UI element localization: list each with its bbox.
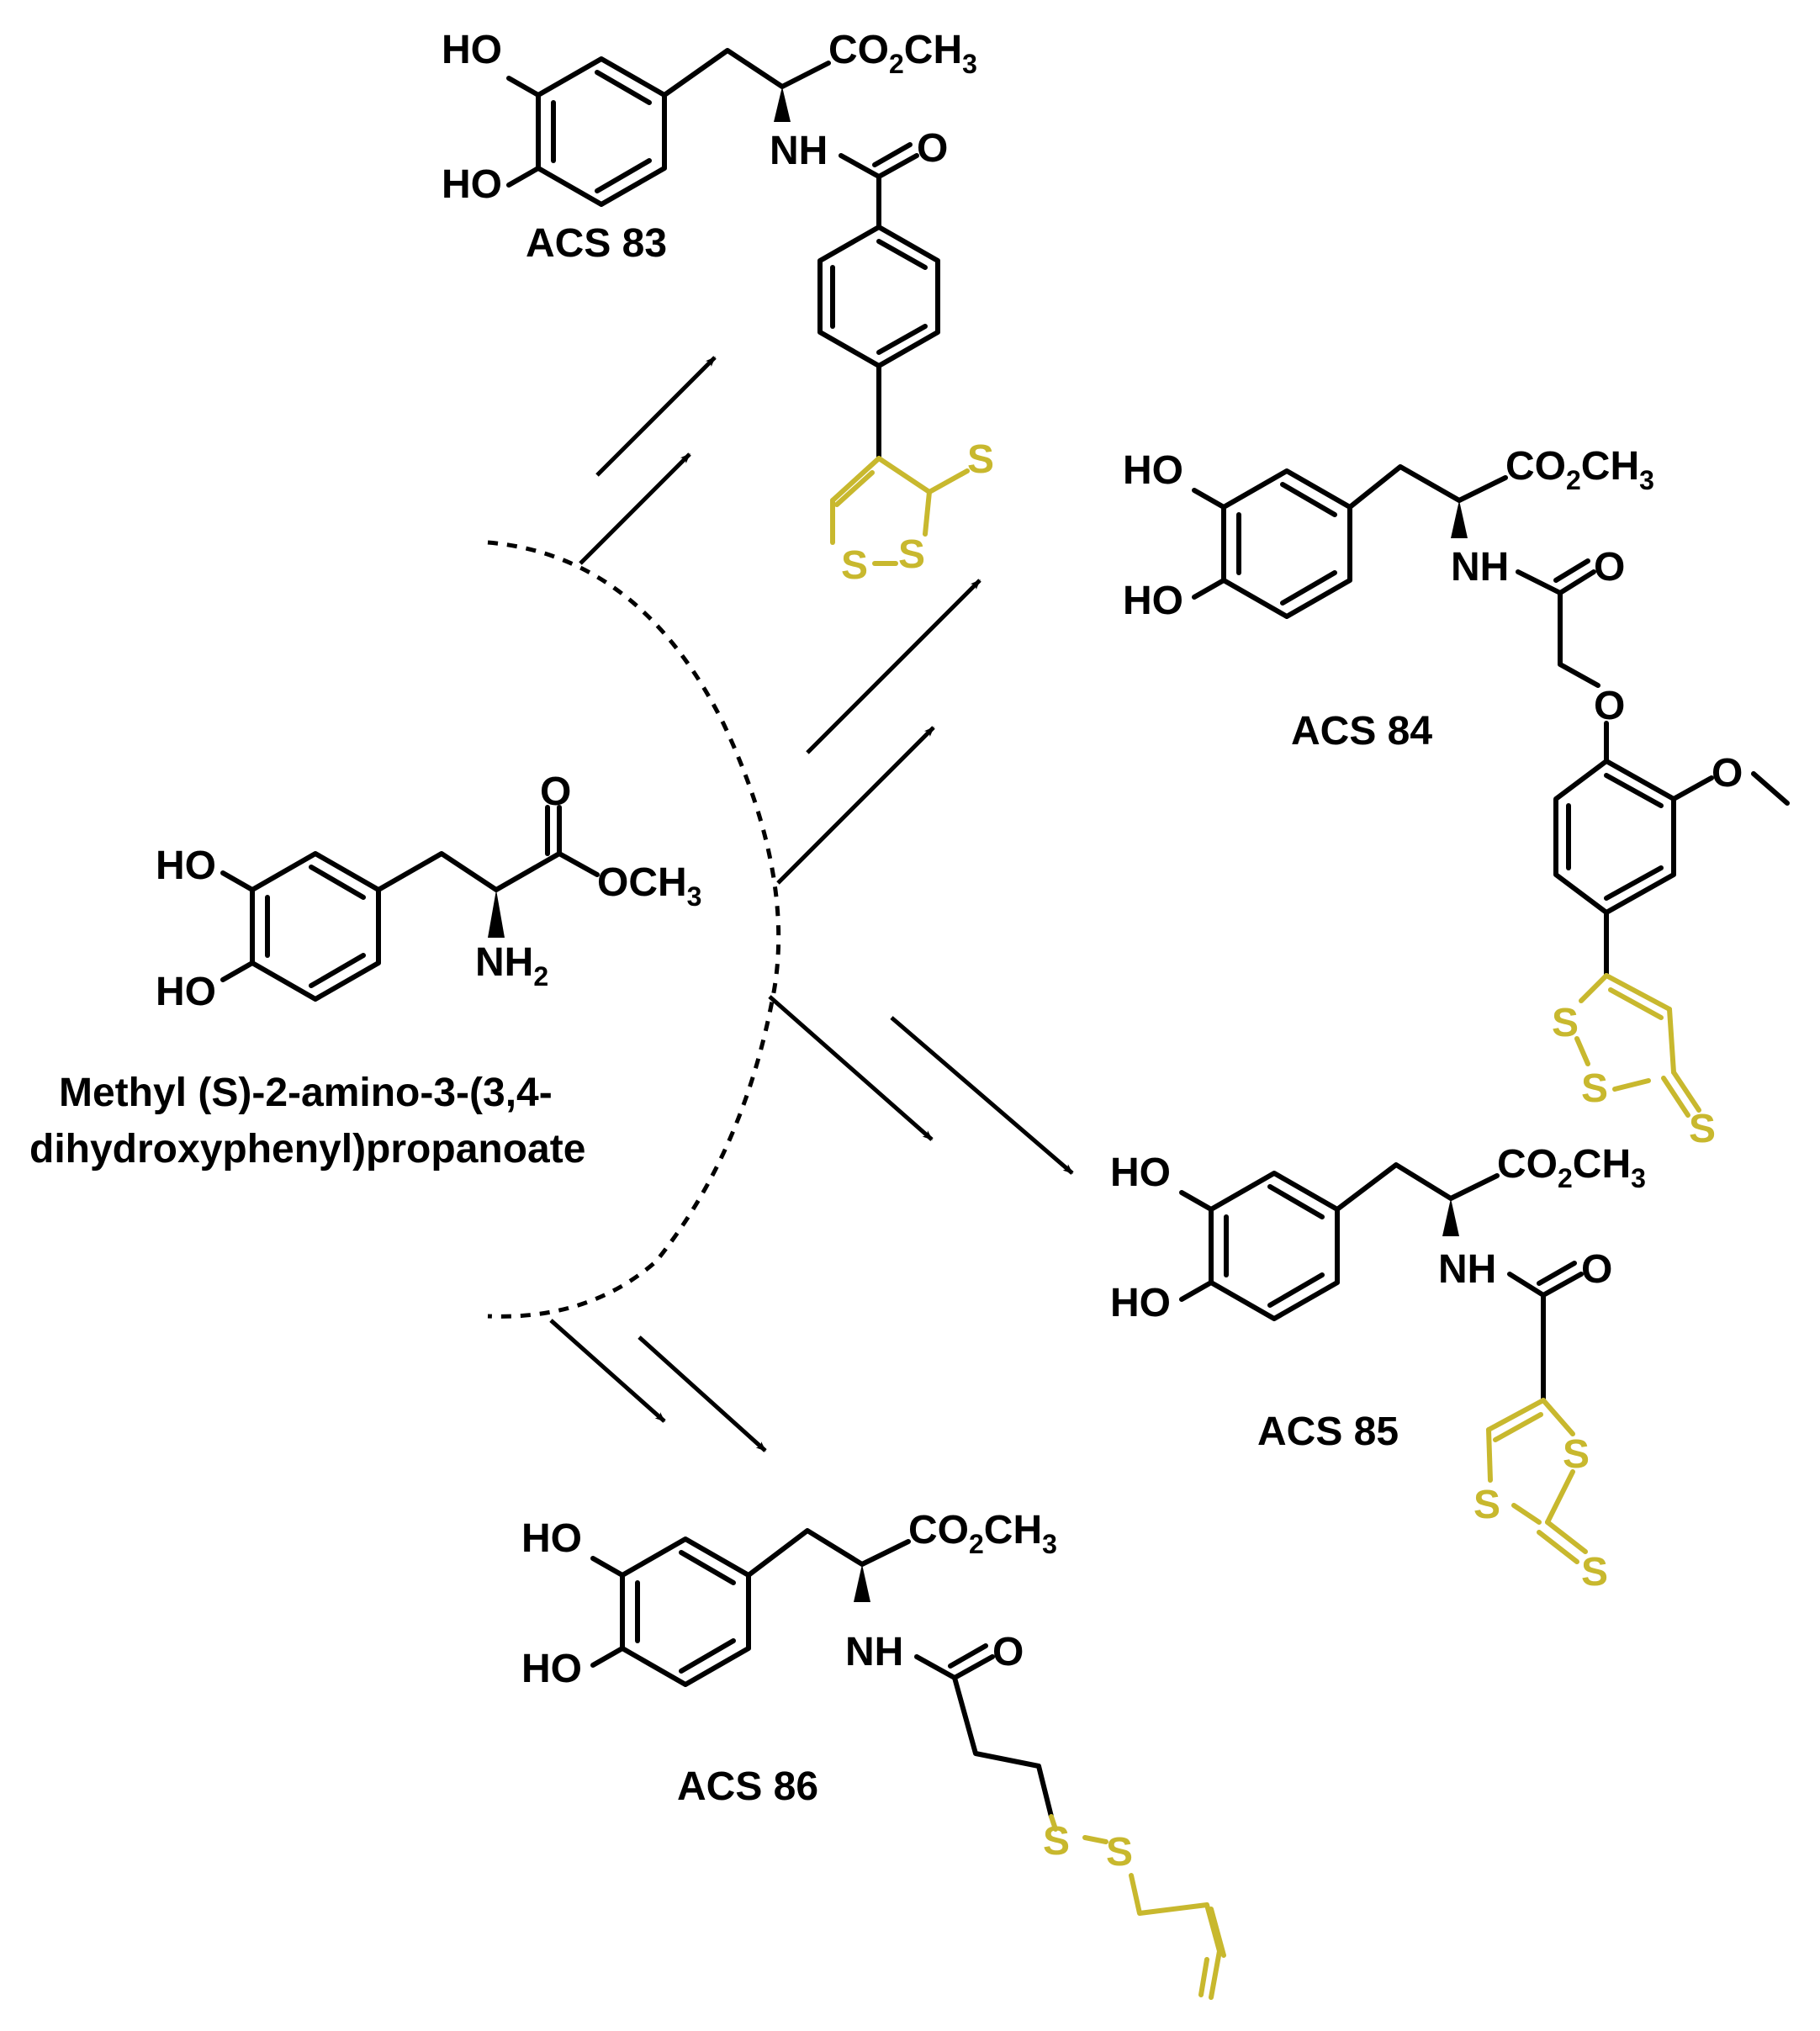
- acs85-thione-s: S: [1581, 1550, 1608, 1595]
- acs83-label: ACS 83: [526, 221, 667, 266]
- arrow-to-acs86-b: [638, 1335, 767, 1452]
- arrow-to-acs86-a: [549, 1319, 666, 1423]
- arrow-to-acs85-a: [768, 995, 934, 1141]
- start-name-line1: Methyl (S)-2-amino-3-(3,4-: [59, 1071, 553, 1115]
- acs85-label: ACS 85: [1257, 1410, 1399, 1454]
- acs86-nh: NH: [845, 1630, 903, 1674]
- acs84-nh: NH: [1451, 545, 1509, 590]
- product-acs84: HO HO CO2CH3 NH O O O S S S ACS 84: [1123, 444, 1790, 1151]
- acs84-methoxy-o: O: [1712, 751, 1743, 796]
- acs85-ho-top: HO: [1110, 1150, 1171, 1195]
- acs85-carbonyl-o: O: [1581, 1247, 1612, 1292]
- acs84-label: ACS 84: [1291, 709, 1432, 754]
- acs86-label: ACS 86: [677, 1764, 818, 1809]
- product-acs86: HO HO CO2CH3 NH O S S ACS 86: [521, 1508, 1226, 2000]
- acs86-ho-bottom: HO: [521, 1647, 582, 1691]
- start-ho-bottom: HO: [156, 970, 216, 1014]
- start-ho-top: HO: [156, 844, 216, 888]
- acs86-ester: CO2CH3: [908, 1508, 1057, 1559]
- arrow-to-acs84-a: [806, 579, 981, 754]
- acs83-ho-bottom: HO: [442, 162, 502, 207]
- acs84-thione-s: S: [1689, 1107, 1716, 1151]
- acs84-ho-bottom: HO: [1123, 579, 1183, 623]
- acs83-ester: CO2CH3: [828, 28, 977, 79]
- acs85-nh: NH: [1438, 1247, 1496, 1292]
- start-ester-och3: OCH3: [597, 860, 701, 912]
- acs83-ho-top: HO: [442, 28, 502, 72]
- acs83-nh: NH: [770, 129, 828, 173]
- acs85-ho-bottom: HO: [1110, 1281, 1171, 1325]
- acs85-ring-s1: S: [1563, 1432, 1590, 1477]
- acs84-ring-s1: S: [1552, 1001, 1579, 1045]
- acs83-carbonyl-o: O: [917, 126, 948, 171]
- arrow-to-acs83-a: [595, 356, 717, 477]
- acs86-disulfide-s1: S: [1043, 1819, 1070, 1864]
- arrow-to-acs84-b: [776, 726, 935, 885]
- acs84-ho-top: HO: [1123, 448, 1183, 493]
- acs86-disulfide-s2: S: [1106, 1830, 1133, 1875]
- acs84-ester: CO2CH3: [1505, 444, 1654, 495]
- acs85-ring-s2: S: [1473, 1483, 1500, 1527]
- starting-material: HO HO O OCH3 NH2 Methyl (S)-2-amino-3-(3…: [29, 770, 701, 1172]
- acs86-carbonyl-o: O: [992, 1630, 1024, 1674]
- product-acs85: HO HO CO2CH3 NH O S S S ACS 85: [1110, 1142, 1646, 1595]
- arrow-to-acs85-b: [890, 1016, 1074, 1175]
- start-amine: NH2: [475, 940, 548, 992]
- acs84-carbonyl-o: O: [1594, 545, 1625, 590]
- dashed-divider-arc: [487, 540, 781, 1319]
- start-name-line2: dihydroxyphenyl)propanoate: [29, 1127, 585, 1172]
- acs85-ester: CO2CH3: [1497, 1142, 1646, 1193]
- arrow-to-acs83-b: [579, 452, 691, 565]
- product-acs83: HO HO CO2CH3 NH O S S S ACS 83: [442, 28, 994, 588]
- acs86-ho-top: HO: [521, 1516, 582, 1561]
- acs83-thione-s: S: [967, 437, 994, 482]
- acs83-ring-s1: S: [841, 543, 868, 588]
- arrows: [549, 356, 1074, 1452]
- acs83-ring-s2: S: [898, 532, 925, 577]
- acs84-ring-s2: S: [1581, 1066, 1608, 1111]
- acs84-ether-o: O: [1594, 684, 1625, 728]
- start-carbonyl-o: O: [540, 770, 571, 814]
